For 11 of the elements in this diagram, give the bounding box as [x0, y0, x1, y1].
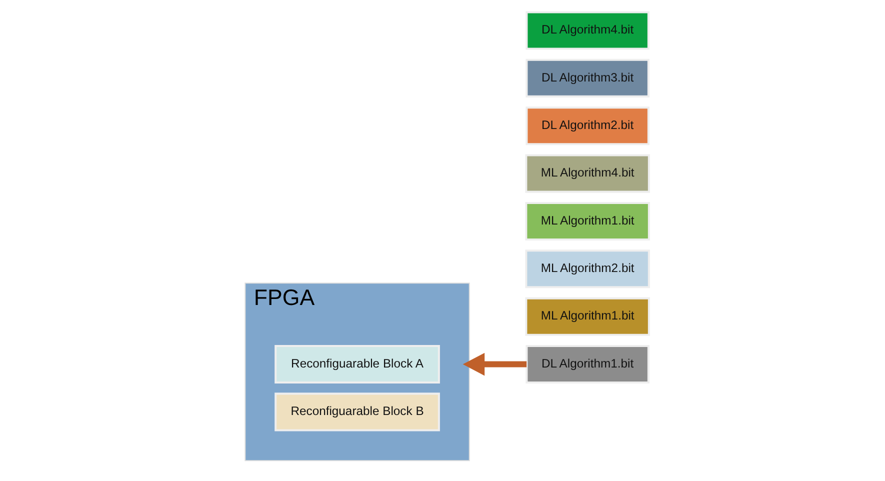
node-box: DL Algorithm1.bit — [525, 345, 649, 384]
node-box: DL Algorithm4.bit — [525, 11, 649, 50]
node-box: ML Algorithm1.bit — [524, 202, 650, 240]
node-box: DL Algorithm3.bit — [525, 58, 649, 98]
node-box: Reconfiguarable Block A — [274, 345, 440, 384]
node-box: ML Algorithm1.bit — [524, 297, 650, 336]
node-box: ML Algorithm4.bit — [524, 154, 650, 193]
node-box: DL Algorithm2.bit — [525, 106, 649, 146]
arrow — [462, 352, 526, 376]
node-box: ML Algorithm2.bit — [524, 250, 650, 288]
node-box: Reconfiguarable Block B — [274, 392, 440, 432]
